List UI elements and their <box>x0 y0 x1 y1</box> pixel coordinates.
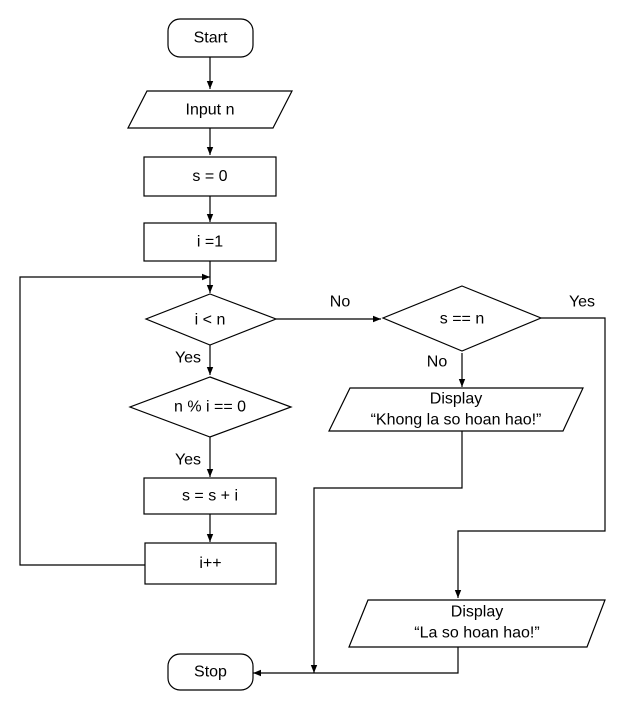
edge-display-not-to-stop <box>310 431 463 673</box>
perfect-no-label: No <box>427 354 448 371</box>
divisor-yes-label: Yes <box>175 452 201 469</box>
node-increment: i++ <box>144 542 277 585</box>
accumulate-process <box>143 477 277 515</box>
node-init-s: s = 0 <box>143 156 277 197</box>
stop-label: Stop <box>194 664 227 681</box>
init-s-label: s = 0 <box>192 168 227 185</box>
node-display-not-perfect: Display “Khong la so hoan hao!” <box>328 387 584 432</box>
divisor-check-label: n % i == 0 <box>174 399 246 416</box>
init-i-label: i =1 <box>197 234 223 251</box>
edge-display-perfect-to-stop <box>253 647 459 677</box>
start-terminal <box>167 18 254 58</box>
display-not-perfect-line1: Display <box>430 391 482 408</box>
node-start: Start <box>167 18 254 58</box>
stop-terminal <box>167 653 254 691</box>
divisor-check-decision <box>128 376 293 438</box>
node-display-perfect: Display “La so hoan hao!” <box>348 599 606 648</box>
accumulate-label: s = s + i <box>182 488 238 505</box>
loop-yes-label: Yes <box>175 350 201 367</box>
init-s-process <box>143 156 277 197</box>
node-divisor-check: n % i == 0 <box>128 376 293 438</box>
input-parallelogram <box>127 90 293 129</box>
edge-loopback <box>19 273 210 566</box>
increment-process <box>144 542 277 585</box>
node-perfect-check: s == n <box>381 285 543 352</box>
node-loop-condition: i < n <box>144 293 278 346</box>
perfect-check-label: s == n <box>440 311 484 328</box>
start-label: Start <box>194 30 228 47</box>
node-init-i: i =1 <box>143 222 277 262</box>
increment-label: i++ <box>199 555 221 572</box>
edge-labels: Yes No Yes Yes No <box>175 294 595 469</box>
display-perfect-parallelogram <box>348 599 606 648</box>
edge-perfect-yes-to-display-perfect <box>454 317 606 598</box>
node-stop: Stop <box>167 653 254 691</box>
display-perfect-line2: “La so hoan hao!” <box>414 625 539 642</box>
node-input: Input n <box>127 90 293 129</box>
edges <box>19 57 606 677</box>
perfect-check-decision <box>381 285 543 352</box>
display-not-perfect-parallelogram <box>328 387 584 432</box>
display-perfect-line1: Display <box>451 604 503 621</box>
input-label: Input n <box>186 102 235 119</box>
loop-condition-label: i < n <box>195 312 226 329</box>
loop-no-label: No <box>330 294 351 311</box>
display-not-perfect-line2: “Khong la so hoan hao!” <box>371 412 542 429</box>
loop-condition-decision <box>144 293 278 346</box>
init-i-process <box>143 222 277 262</box>
perfect-yes-label: Yes <box>569 294 595 311</box>
node-accumulate: s = s + i <box>143 477 277 515</box>
